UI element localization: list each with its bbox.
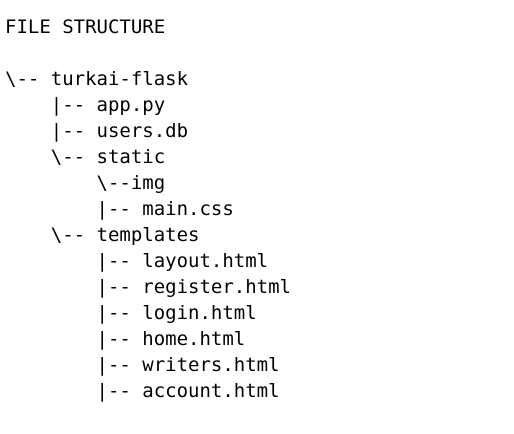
document-title: FILE STRUCTURE [5, 16, 166, 38]
tree-line-static: \-- static [5, 146, 166, 168]
tree-line-register-html: |-- register.html [5, 276, 291, 298]
tree-line-img: \--img [5, 172, 166, 194]
file-structure-document: FILE STRUCTURE \-- turkai-flask |-- app.… [5, 14, 291, 404]
tree-line-app-py: |-- app.py [5, 94, 166, 116]
tree-line-writers-html: |-- writers.html [5, 354, 280, 376]
tree-line-home-html: |-- home.html [5, 328, 246, 350]
tree-line-root: \-- turkai-flask [5, 68, 189, 90]
tree-line-users-db: |-- users.db [5, 120, 189, 142]
tree-line-templates: \-- templates [5, 224, 200, 246]
directory-tree: \-- turkai-flask |-- app.py |-- users.db… [5, 66, 291, 404]
tree-line-login-html: |-- login.html [5, 302, 257, 324]
tree-line-layout-html: |-- layout.html [5, 250, 269, 272]
tree-line-account-html: |-- account.html [5, 380, 280, 402]
tree-line-main-css: |-- main.css [5, 198, 234, 220]
